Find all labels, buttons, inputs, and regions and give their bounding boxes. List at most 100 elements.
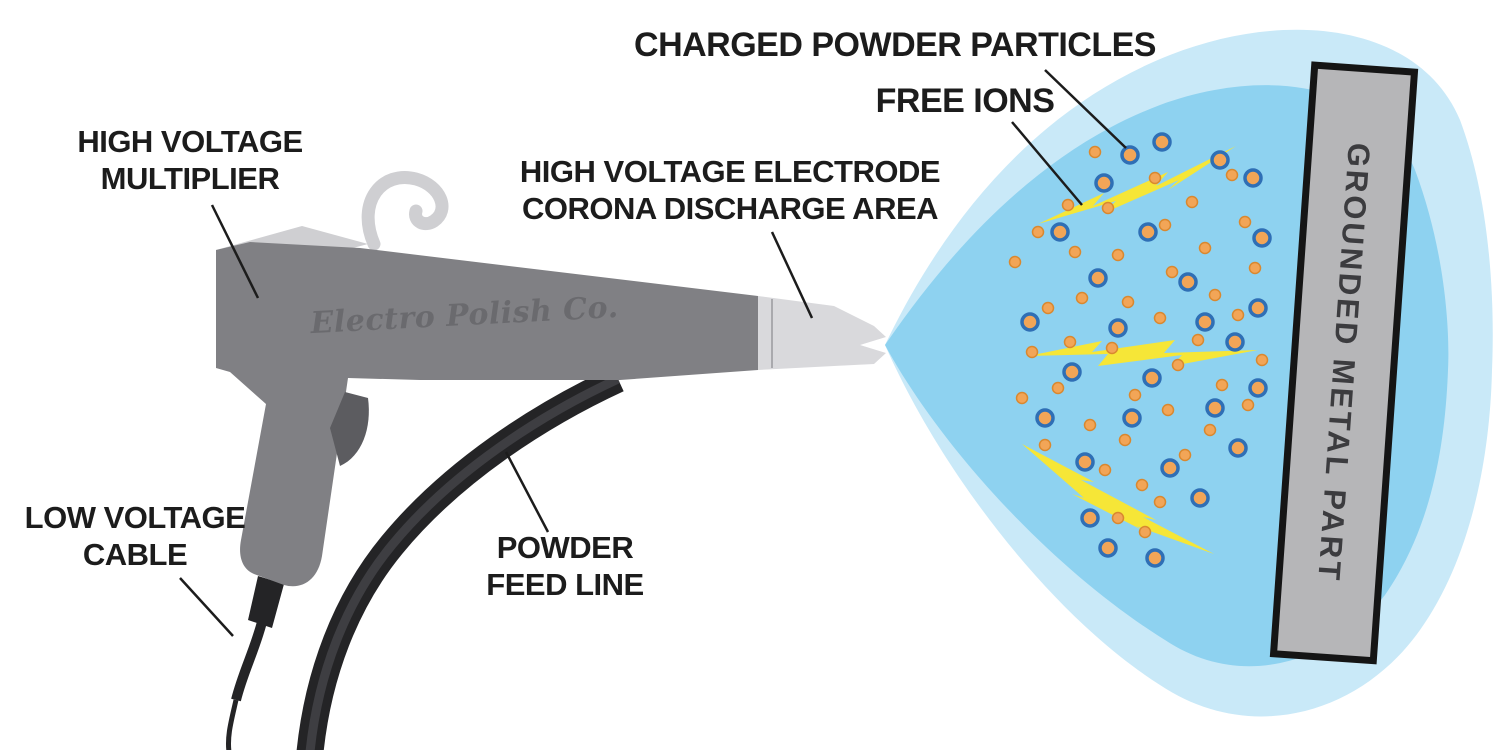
label-high-voltage-electrode-line2: CORONA DISCHARGE AREA [522,191,938,226]
spray-gun: Electro Polish Co. [216,171,886,587]
powder-particle-dot [1083,418,1097,432]
label-powder-feed-line-line2: FEED LINE [486,567,643,602]
leader-high-voltage-multiplier [210,204,260,299]
powder-particle-dot [1111,248,1125,262]
powder-particle-dot [1101,201,1115,215]
free-ion-dot [1080,508,1100,528]
gun-trigger [330,392,369,466]
free-ion-dot [1120,145,1140,165]
powder-particle-dot [1038,438,1052,452]
labels: CHARGED POWDER PARTICLES FREE IONS HIGH … [25,26,1157,602]
low-voltage-cable [226,576,284,750]
powder-particle-dot [1191,333,1205,347]
powder-particle-dot [1158,218,1172,232]
powder-particle-dot [1063,335,1077,349]
powder-particle-dot [1015,391,1029,405]
powder-particle-dot [1031,225,1045,239]
label-high-voltage-multiplier-line1: HIGH VOLTAGE [77,124,302,159]
powder-particle-dot [1203,423,1217,437]
powder-particle-dot [1008,255,1022,269]
lightning-bolts [1022,146,1258,554]
powder-particle-dot [1165,265,1179,279]
grounded-metal-part: GROUNDED METAL PART [1269,61,1419,665]
free-ions [1020,132,1272,568]
free-ion-dot [1088,268,1108,288]
powder-particle-dot [1153,311,1167,325]
lightning-bolt-icon [1022,444,1214,554]
free-ion-dot [1142,368,1162,388]
powder-particle-dot [1198,241,1212,255]
free-ion-dot [1062,362,1082,382]
powder-particle-dot [1025,345,1039,359]
free-ion-dot [1225,332,1245,352]
gun-body [216,242,758,587]
powder-particle-dot [1208,288,1222,302]
powder-particle-dot [1061,198,1075,212]
leader-free-ions [1011,121,1083,206]
powder-particle-dot [1098,463,1112,477]
cable-run [231,620,267,702]
free-ion-dot [1248,378,1268,398]
label-low-voltage-cable-line1: LOW VOLTAGE [25,500,246,535]
powder-particle-dot [1111,511,1125,525]
free-ion-dot [1178,272,1198,292]
powder-particle-dot [1068,245,1082,259]
metal-part-body [1269,61,1419,665]
lightning-bolt-icon [1028,340,1258,366]
label-high-voltage-multiplier-line2: MULTIPLIER [101,161,280,196]
powder-particle-dot [1231,308,1245,322]
powder-particle-dot [1075,291,1089,305]
label-high-voltage-electrode-line1: HIGH VOLTAGE ELECTRODE [520,154,940,189]
powder-particle-dot [1105,341,1119,355]
free-ion-dot [1228,438,1248,458]
free-ion-dot [1108,318,1128,338]
free-ion-dot [1205,398,1225,418]
gun-nozzle [758,296,886,370]
powder-feed-tube-sheen [305,374,620,750]
label-low-voltage-cable-line2: CABLE [83,537,187,572]
powder-particle-dot [1238,215,1252,229]
gun-hook [361,171,449,251]
powder-particle-dot [1225,168,1239,182]
powder-particle-dot [1241,398,1255,412]
free-ion-dot [1243,168,1263,188]
powder-particle-dot [1185,195,1199,209]
leader-low-voltage-cable [179,577,234,637]
powder-particle-dot [1138,525,1152,539]
free-ion-dot [1122,408,1142,428]
powder-particle-dot [1178,448,1192,462]
leader-electrode [770,231,814,319]
lightning-bolt-icon [1038,146,1236,224]
free-ion-dot [1195,312,1215,332]
free-ion-dot [1252,228,1272,248]
powder-particle-dot [1153,495,1167,509]
powder-particle-dot [1041,301,1055,315]
powder-particle-dot [1121,295,1135,309]
leader-charged-powder-particles [1044,69,1127,149]
free-ion-dot [1094,173,1114,193]
free-ion-dot [1098,538,1118,558]
free-ion-dot [1075,452,1095,472]
free-ion-dot [1035,408,1055,428]
leader-powder-feed-line [504,451,550,533]
free-ion-dot [1248,298,1268,318]
powder-particle-dot [1135,478,1149,492]
powder-particles [1008,145,1269,539]
label-powder-feed-line-line1: POWDER [497,530,634,565]
powder-particle-dot [1051,381,1065,395]
powder-particle-dot [1128,388,1142,402]
free-ion-dot [1210,150,1230,170]
cable-tail [226,699,239,750]
powder-particle-dot [1171,358,1185,372]
powder-feed-line [296,366,624,750]
free-ion-dot [1160,458,1180,478]
label-free-ions: FREE IONS [876,82,1055,120]
free-ion-dot [1190,488,1210,508]
free-ion-dot [1020,312,1040,332]
free-ion-dot [1145,548,1165,568]
label-charged-powder-particles: CHARGED POWDER PARTICLES [634,26,1156,64]
powder-particle-dot [1118,433,1132,447]
free-ion-dot [1152,132,1172,152]
